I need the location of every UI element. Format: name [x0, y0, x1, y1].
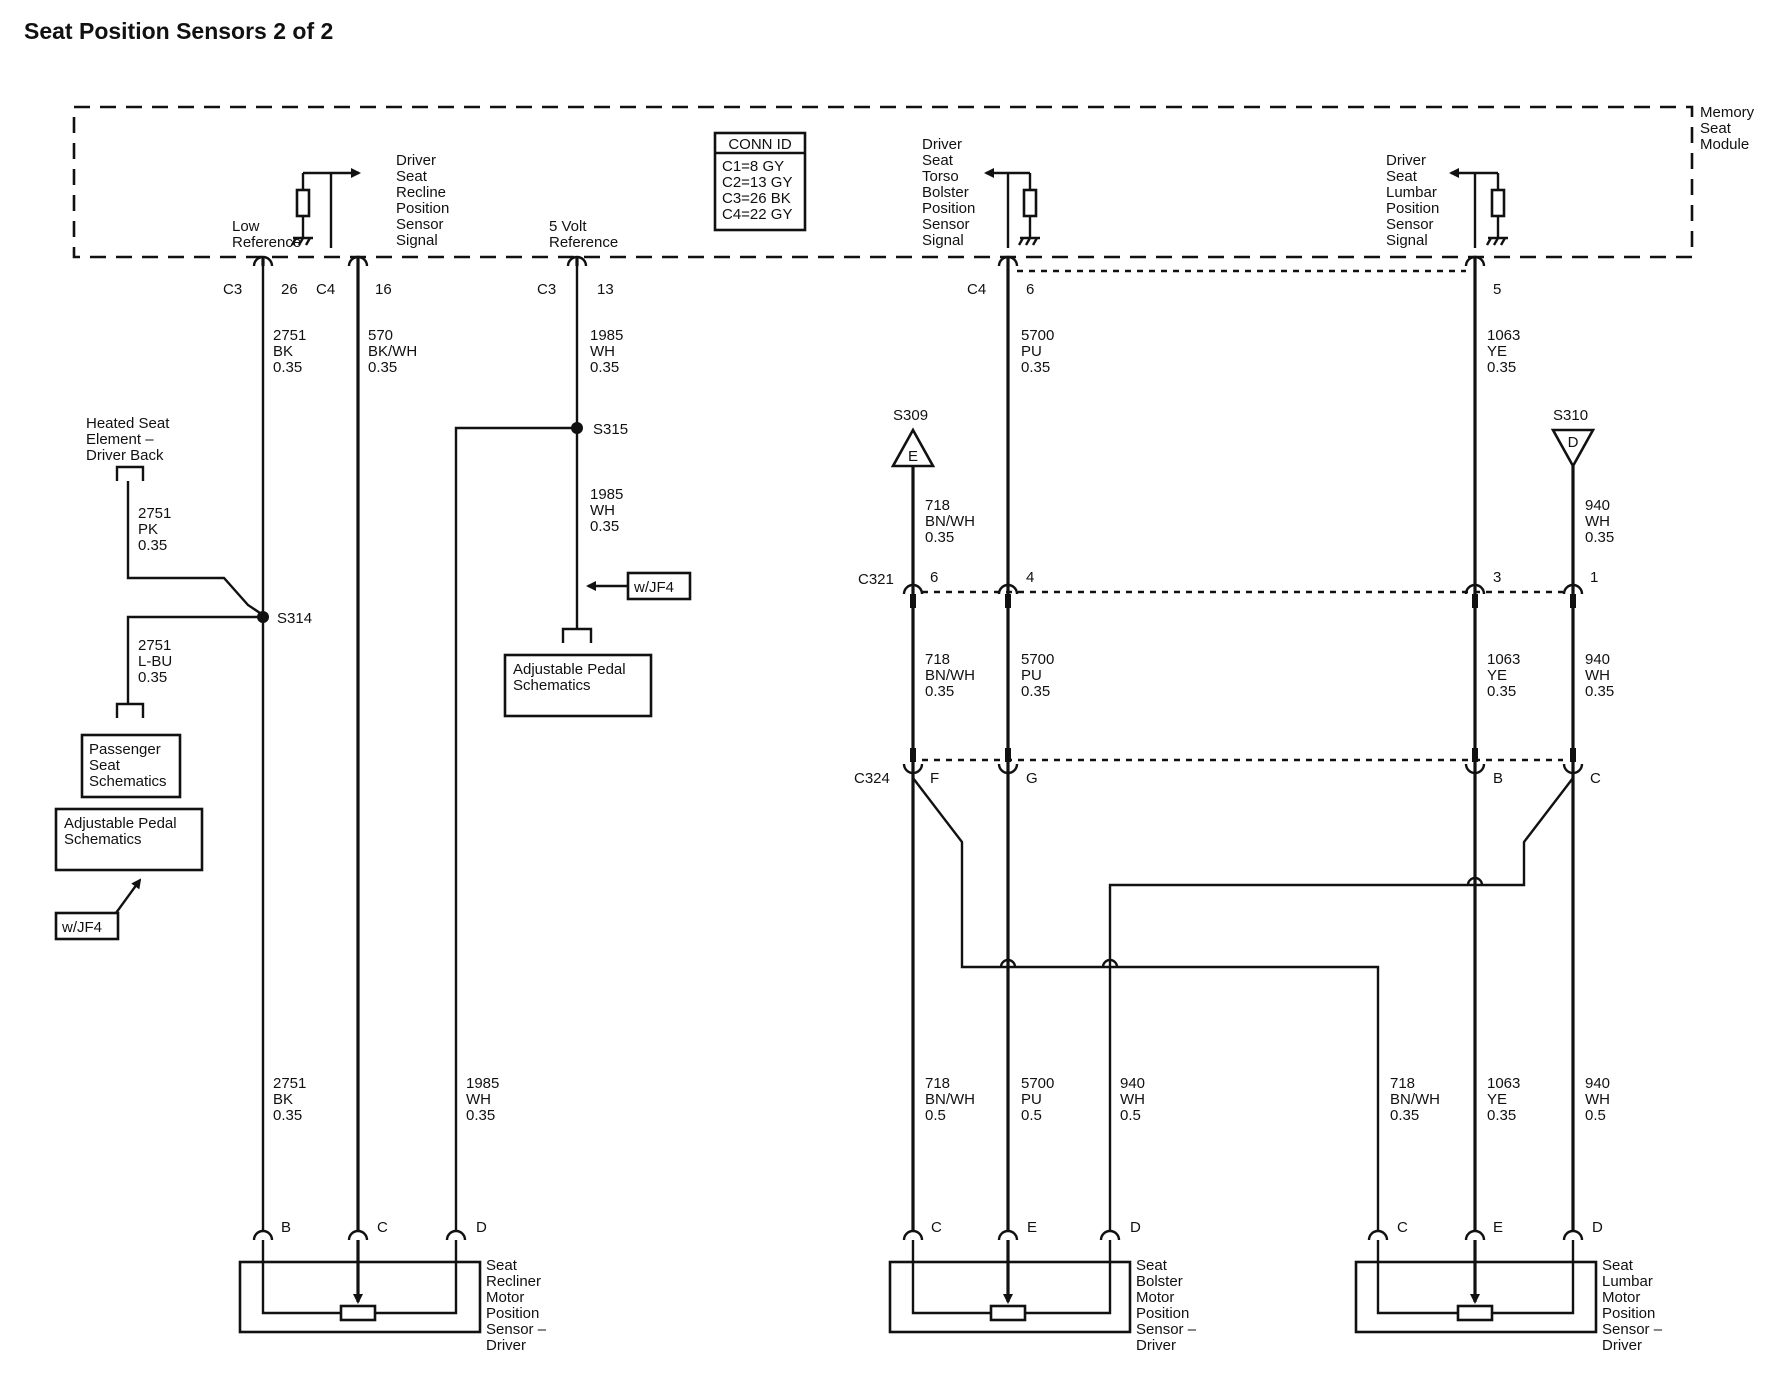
module-label: Memory Seat Module [1700, 104, 1758, 153]
recline-signal-label: Driver Seat Recline Position Sensor Sign… [396, 152, 454, 249]
torso-pullup-symbol [984, 168, 1040, 248]
svg-text:E: E [908, 448, 918, 465]
conn-id-box: CONN ID C1=8 GY C2=13 GY C3=26 BK C4=22 … [713, 131, 807, 232]
conn-id-lines: C1=8 GY C2=13 GY C3=26 BK C4=22 GY [722, 158, 796, 223]
module-pin-connectors [252, 255, 1486, 273]
wjf4-left-tag: w/JF4 [54, 878, 142, 941]
adjustable-pedal-ref-box-left[interactable]: Adjustable Pedal Schematics [54, 807, 204, 872]
wires [115, 266, 1575, 1232]
svg-text:C: C [931, 1219, 942, 1236]
splice-s310: S310 D [1550, 407, 1596, 469]
page-title: Seat Position Sensors 2 of 2 [24, 18, 334, 44]
svg-text:C324: C324 [854, 770, 890, 787]
adjustable-pedal-ref-box-mid[interactable]: Adjustable Pedal Schematics [503, 653, 653, 718]
pin-number-label: 5 [1493, 281, 1501, 298]
svg-text:B: B [281, 1219, 291, 1236]
svg-text:D: D [1592, 1219, 1603, 1236]
bolster-sensor: C E D Seat Bolster Motor Position Sensor… [888, 1219, 1200, 1354]
svg-text:C: C [1397, 1219, 1408, 1236]
connector-c324: C324 F G B C [854, 748, 1601, 787]
splice-s309: S309 E [890, 407, 936, 468]
connector-c321: C321 6 4 3 1 [858, 569, 1598, 608]
svg-text:F: F [930, 770, 939, 787]
lumbar-sensor-label: Seat Lumbar Motor Position Sensor – Driv… [1602, 1257, 1666, 1354]
lumbar-signal-label: Driver Seat Lumbar Position Sensor Signa… [1386, 152, 1444, 249]
passenger-seat-ref-box[interactable]: Passenger Seat Schematics [80, 733, 182, 799]
svg-text:w/JF4: w/JF4 [633, 579, 674, 596]
svg-text:C321: C321 [858, 571, 894, 588]
svg-text:C: C [1590, 770, 1601, 787]
pin-conn-label: C3 [223, 281, 242, 298]
lumbar-sensor: C E D Seat Lumbar Motor Position Sensor … [1354, 1219, 1666, 1354]
memory-seat-module: Memory Seat Module [72, 104, 1758, 259]
svg-text:1: 1 [1590, 569, 1598, 586]
recliner-sensor: B C D Seat Recliner Motor Position Senso… [238, 1219, 550, 1354]
lumbar-pullup-symbol [1449, 168, 1508, 248]
svg-text:Adjustable Pedal Schemat: Adjustable Pedal Schematics [64, 815, 181, 848]
svg-text:C: C [377, 1219, 388, 1236]
pin-number-label: 16 [375, 281, 392, 298]
svg-text:3: 3 [1493, 569, 1501, 586]
splice-s314: S314 [257, 610, 312, 627]
svg-text:B: B [1493, 770, 1503, 787]
svg-text:Passenger Seat Sch: Passenger Seat Schematics [89, 741, 167, 790]
pin-conn-label: C4 [967, 281, 986, 298]
svg-text:S309: S309 [893, 407, 928, 424]
svg-text:4: 4 [1026, 569, 1034, 586]
conn-id-header: CONN ID [728, 136, 792, 153]
recliner-sensor-label: Seat Recliner Motor Position Sensor – Dr… [486, 1257, 550, 1354]
svg-text:6: 6 [930, 569, 938, 586]
svg-text:Adjustable Pedal Schemat: Adjustable Pedal Schematics [513, 661, 630, 694]
recline-pullup-symbol [290, 168, 361, 248]
svg-text:G: G [1026, 770, 1038, 787]
svg-text:E: E [1493, 1219, 1503, 1236]
splice-s315: S315 [571, 421, 628, 438]
low-reference-label: Low Reference [232, 218, 301, 251]
pin-number-label: 6 [1026, 281, 1034, 298]
pin-conn-label: C4 [316, 281, 335, 298]
bolster-sensor-label: Seat Bolster Motor Position Sensor – Dri… [1136, 1257, 1200, 1354]
torso-signal-label: Driver Seat Torso Bolster Position Senso… [922, 136, 980, 249]
svg-text:S310: S310 [1553, 407, 1588, 424]
five-volt-label: 5 Volt Reference [549, 218, 618, 251]
crossover-hops [999, 876, 1484, 968]
svg-text:D: D [476, 1219, 487, 1236]
pin-conn-label: C3 [537, 281, 556, 298]
svg-text:S315: S315 [593, 421, 628, 438]
svg-text:D: D [1130, 1219, 1141, 1236]
svg-text:D: D [1568, 434, 1579, 451]
svg-text:w/JF4: w/JF4 [61, 919, 102, 936]
pin-number-label: 13 [597, 281, 614, 298]
svg-text:S314: S314 [277, 610, 312, 627]
heated-seat-ref-label: Heated Seat Element – Driver Back [86, 415, 174, 464]
pin-number-label: 26 [281, 281, 298, 298]
wjf4-mid-tag: w/JF4 [586, 571, 692, 601]
svg-text:E: E [1027, 1219, 1037, 1236]
